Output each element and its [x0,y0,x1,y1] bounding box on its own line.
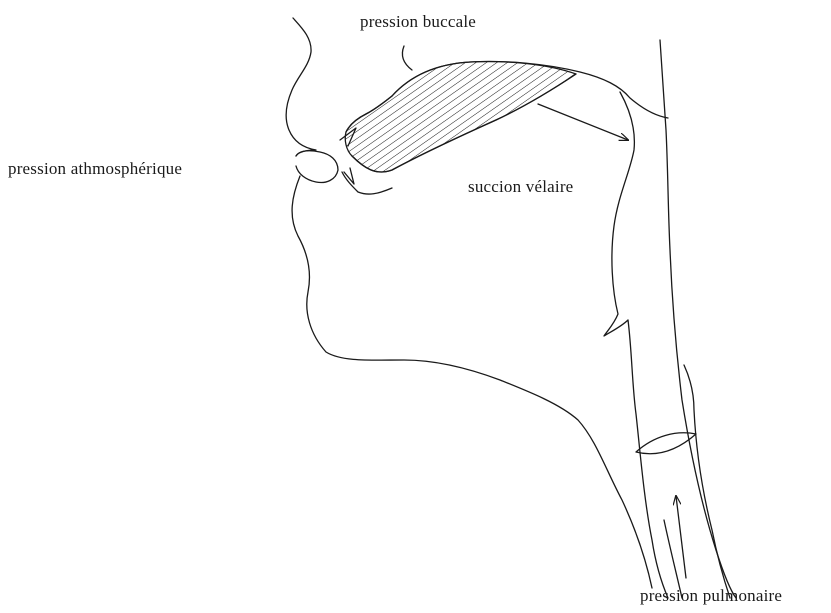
face-profile-outline [286,18,316,156]
lower-teeth-outline [342,172,392,194]
velar-suction-label: succion vélaire [468,177,573,197]
pulmonary-pressure-label: pression pulmonaire [640,586,782,606]
glottis-outline [636,433,696,454]
trachea-wall-right [684,365,730,598]
lips-outline [296,151,338,183]
buccal-pressure-label: pression buccale [360,12,476,32]
pulmonary-pressure-arrow [676,496,686,578]
jaw-and-neck-outline [292,176,652,588]
atmospheric-pressure-label: pression athmosphérique [8,159,182,179]
velar-suction-arrow [538,104,628,140]
buccal-pressure-pointer [402,46,412,70]
oral-cavity-hatched-region [345,62,576,173]
pharynx-back-wall [660,40,736,598]
pharynx-front-wall [604,92,668,598]
